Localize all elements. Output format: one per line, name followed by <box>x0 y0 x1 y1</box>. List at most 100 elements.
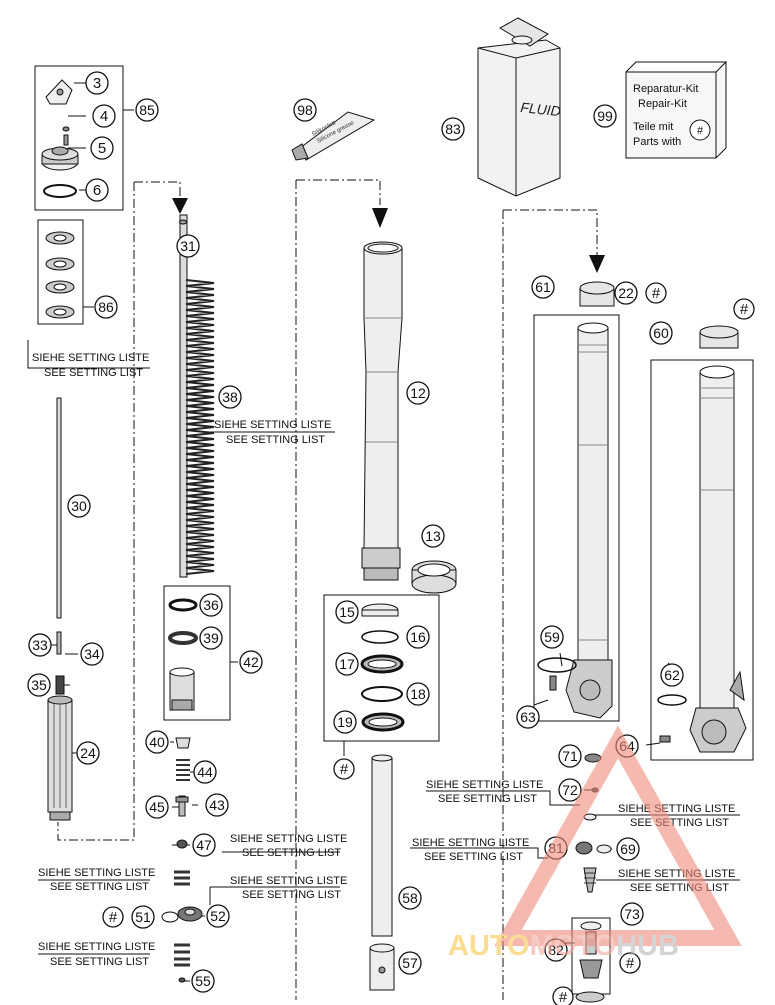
svg-text:#: # <box>652 285 661 302</box>
svg-text:59: 59 <box>544 629 560 645</box>
svg-text:34: 34 <box>84 646 100 662</box>
setting-note-de: SIEHE SETTING LISTE <box>618 803 735 815</box>
svg-text:60: 60 <box>653 325 669 341</box>
repair-kit-marker: # <box>645 282 667 304</box>
callout-60: 60 <box>649 321 673 345</box>
part-needle <box>56 631 62 655</box>
callout-36: 36 <box>199 593 223 617</box>
setting-note-en: SEE SETTING LIST <box>226 434 325 446</box>
callout-30: 30 <box>67 494 91 518</box>
part-fork-leg-right <box>657 365 747 753</box>
repair-kit-symbol: # <box>697 125 704 137</box>
svg-text:83: 83 <box>445 121 461 137</box>
callout-55: 55 <box>191 969 215 993</box>
setting-note-en: SEE SETTING LIST <box>50 956 149 968</box>
repair-kit-line4: Parts with <box>633 136 681 148</box>
svg-text:#: # <box>109 909 118 926</box>
callout-5: 5 <box>90 136 114 160</box>
callout-57: 57 <box>398 951 422 975</box>
callout-99: 99 <box>593 104 617 128</box>
setting-note-en: SEE SETTING LIST <box>424 851 523 863</box>
svg-text:43: 43 <box>209 797 225 813</box>
svg-text:15: 15 <box>339 604 355 620</box>
svg-text:44: 44 <box>197 764 213 780</box>
callout-69: 69 <box>616 837 640 861</box>
callout-43: 43 <box>205 793 229 817</box>
part-adjuster-rod <box>56 397 62 619</box>
callout-63: 63 <box>516 705 540 729</box>
svg-text:22: 22 <box>618 285 634 301</box>
callout-83: 83 <box>441 117 465 141</box>
part-guide-bushing-ring <box>411 560 457 594</box>
callout-73: 73 <box>620 902 644 926</box>
svg-text:#: # <box>626 955 635 972</box>
callout-13: 13 <box>421 524 445 548</box>
callout-62: 62 <box>660 663 684 687</box>
callout-45: 45 <box>145 795 169 819</box>
part-fork-leg-left <box>537 322 613 719</box>
callout-38: 38 <box>218 385 242 409</box>
svg-text:45: 45 <box>149 799 165 815</box>
svg-text:AUTOMOTOHUB: AUTOMOTOHUB <box>448 930 679 962</box>
part-cap-bleeder <box>41 79 79 198</box>
svg-text:36: 36 <box>203 597 219 613</box>
svg-text:58: 58 <box>402 890 418 906</box>
part-piston-assembly <box>168 598 198 711</box>
guide-arrows <box>172 198 605 273</box>
callout-42: 42 <box>239 650 263 674</box>
callout-58: 58 <box>398 886 422 910</box>
svg-text:99: 99 <box>597 108 613 124</box>
part-cartridge <box>47 695 73 821</box>
part-spring-small <box>55 675 65 695</box>
svg-text:13: 13 <box>425 528 441 544</box>
part-repair-kit-box: Reparatur-Kit Repair-Kit Teile mit Parts… <box>625 60 727 159</box>
svg-text:73: 73 <box>624 906 640 922</box>
part-inner-tube <box>369 754 395 991</box>
guide-lines <box>57 179 598 1000</box>
callout-12: 12 <box>406 381 430 405</box>
part-fork-spring <box>185 279 215 575</box>
svg-text:18: 18 <box>410 686 426 702</box>
setting-note-en: SEE SETTING LIST <box>50 881 149 893</box>
watermark: AUTOMOTOHUB <box>448 725 742 962</box>
callout-15: 15 <box>335 600 359 624</box>
svg-text:40: 40 <box>149 734 165 750</box>
setting-note-de: SIEHE SETTING LISTE <box>618 868 735 880</box>
svg-text:35: 35 <box>31 677 47 693</box>
svg-text:17: 17 <box>339 656 355 672</box>
repair-kit-marker: # <box>619 952 641 974</box>
repair-kit-marker: # <box>333 758 355 780</box>
svg-text:#: # <box>559 989 568 1005</box>
setting-note-en: SEE SETTING LIST <box>242 847 341 859</box>
box-42 <box>163 585 231 721</box>
svg-text:5: 5 <box>98 140 106 157</box>
setting-note-de: SIEHE SETTING LISTE <box>230 875 347 887</box>
fluid-label: FLUID <box>520 99 562 119</box>
callout-72: 72 <box>558 778 582 802</box>
callout-18: 18 <box>406 682 430 706</box>
callout-35: 35 <box>27 673 51 697</box>
watermark-moto: MOTO <box>530 930 616 962</box>
setting-note-en: SEE SETTING LIST <box>630 817 729 829</box>
box-61 <box>533 314 620 722</box>
callout-85: 85 <box>135 98 159 122</box>
svg-text:42: 42 <box>243 654 259 670</box>
svg-text:71: 71 <box>562 748 578 764</box>
callout-47: 47 <box>192 833 216 857</box>
svg-text:63: 63 <box>520 709 536 725</box>
svg-text:12: 12 <box>410 385 426 401</box>
callout-40: 40 <box>145 730 169 754</box>
callout-39: 39 <box>199 626 223 650</box>
callout-51: 51 <box>131 905 155 929</box>
watermark-hub: HUB <box>616 930 679 962</box>
svg-text:24: 24 <box>80 745 96 761</box>
callout-4: 4 <box>92 104 116 128</box>
callout-16: 16 <box>406 625 430 649</box>
part-piston-rod <box>179 214 188 578</box>
setting-note-en: SEE SETTING LIST <box>242 889 341 901</box>
svg-text:31: 31 <box>180 238 196 254</box>
part-outer-tube <box>361 241 403 581</box>
part-shim-stack <box>45 231 75 319</box>
